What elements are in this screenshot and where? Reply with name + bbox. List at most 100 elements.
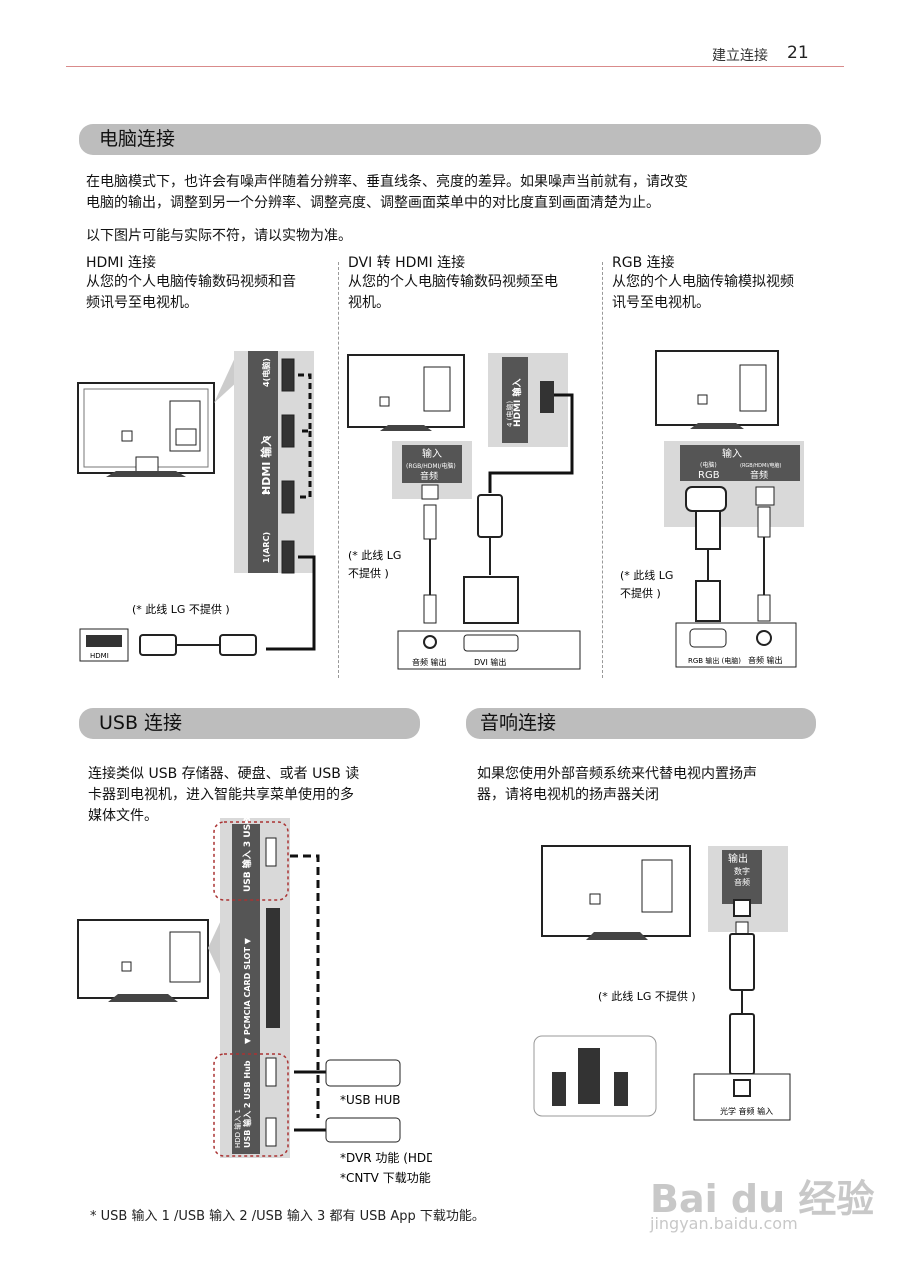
cntv-label: *CNTV 下载功能 (U 盘 )	[340, 1170, 432, 1185]
column-divider-1	[338, 262, 339, 678]
dvi-connection-diagram: 输入 (RGB/HDMI/电脑) 音频 HDMI 输入 4 (电脑) (* 此线…	[347, 353, 581, 670]
audio-section-title: 音响连接	[480, 712, 557, 734]
optical-output-port	[733, 899, 751, 917]
usb3-port	[265, 837, 277, 867]
optical-plug-top	[729, 933, 755, 991]
pc-section-title: 电脑连接	[99, 128, 176, 150]
audio-output-label: 输出	[728, 852, 748, 865]
pc-dvi-out-port	[463, 634, 519, 652]
usb-desc-line3: 媒体文件。	[88, 808, 158, 824]
baidu-watermark: Bai du 经验	[650, 1177, 875, 1221]
pc-intro: 在电脑模式下，也许会有噪声伴随着分辨率、垂直线条、亮度的差异。如果噪声当前就有，…	[86, 172, 826, 214]
dvi-out-label: DVI 输出	[474, 657, 506, 667]
dvi-hdmi-plug	[477, 494, 503, 538]
pc-hdmi-port-label: HDMI	[90, 652, 109, 660]
usb-section-bar: USB 连接	[79, 708, 420, 739]
dvr-label: *DVR 功能 (HDD)	[340, 1151, 432, 1165]
usb-desc-line1: 连接类似 USB 存储器、硬盘、或者 USB 读	[88, 766, 360, 782]
dvi-column-desc2: 视机。	[348, 295, 390, 311]
dvi-panel-port: 4 (电脑)	[505, 401, 514, 427]
rgb-input-audio-sub: (RGB/HDMI/电脑)	[740, 462, 781, 469]
pcmcia-card-slot	[266, 908, 280, 1028]
speaker-center	[578, 1048, 600, 1104]
rgb-column-desc2: 讯号至电视机。	[612, 295, 710, 311]
hdmi-port-label-2: 2	[262, 489, 271, 495]
rgb-input-label: 输入	[722, 447, 742, 460]
tv-back-illustration-dvi	[347, 354, 465, 431]
rgb-vga-input-port	[685, 486, 727, 512]
rgb-input-rgb-sub: (电脑)	[700, 461, 717, 469]
rgb-cable-note2: 不提供 )	[620, 586, 661, 600]
rgb-connection-diagram: 输入 (电脑) RGB (RGB/HDMI/电脑) 音频 (* 此线 LG 不提…	[620, 350, 804, 668]
hdmi-connection-diagram: HDMI 输入 4(电脑) 3 2 1(ARC) (* 此线 LG 不提供 ) …	[77, 351, 316, 662]
dvi-cable-note1: (* 此线 LG	[348, 548, 401, 562]
tv-back-illustration-usb	[77, 919, 209, 1002]
optical-plug-bottom	[729, 1013, 755, 1075]
rgb-audio-plug-top	[757, 506, 771, 538]
hdmi-plug-right	[219, 634, 257, 656]
pc-intro-line1: 在电脑模式下，也许会有噪声伴随着分辨率、垂直线条、亮度的差异。如果噪声当前就有，…	[86, 174, 688, 190]
dvi-audio-jack	[421, 484, 439, 500]
rgb-audio-plug-bottom	[757, 594, 771, 622]
dvi-column-title: DVI 转 HDMI 连接	[348, 255, 466, 271]
audio-output-sub1: 数字	[734, 866, 750, 876]
dvi-audio-plug-top	[423, 504, 437, 540]
speaker-left	[552, 1072, 566, 1106]
running-header: 建立连接	[712, 48, 768, 64]
optical-input-port	[733, 1079, 751, 1097]
dvi-input-label: 输入	[422, 447, 442, 460]
usb1-port	[265, 1117, 277, 1147]
audio-output-sub2: 音频	[734, 877, 750, 887]
usb3-panel-label: USB 输入 3 USB 应用	[241, 818, 253, 892]
dvi-cable-note2: 不提供 )	[348, 566, 389, 580]
tv-back-illustration-rgb	[655, 350, 779, 429]
audio-cable-note: (* 此线 LG 不提供 )	[598, 989, 696, 1003]
audio-desc: 如果您使用外部音频系统来代替电视内置扬声 器，请将电视机的扬声器关闭	[477, 764, 817, 806]
usb2-port	[265, 1057, 277, 1087]
hdmi-column-desc2: 频讯号至电视机。	[86, 295, 198, 311]
dvi-audio-out-label: 音频 输出	[412, 657, 447, 667]
usb-plug-device	[325, 1117, 401, 1143]
dvi-audio-label: 音频	[420, 470, 438, 482]
hdd-panel-label: HDD 输入 1	[233, 1109, 242, 1148]
usb-hub-label: *USB HUB	[340, 1093, 401, 1107]
hdmi-port-label-3: 3	[262, 435, 271, 441]
rgb-vga-plug-bottom	[695, 580, 721, 622]
rgb-column-title: RGB 连接	[612, 255, 675, 271]
dvi-audio-plug-bottom	[423, 594, 437, 624]
rgb-audio-out-label: 音频 输出	[748, 655, 783, 665]
rgb-out-label: RGB 输出 (电脑)	[688, 656, 741, 665]
rgb-vga-plug-top	[695, 510, 721, 550]
dvi-input-sub: (RGB/HDMI/电脑)	[406, 462, 456, 470]
hdmi-column-desc1: 从您的个人电脑传输数码视频和音	[86, 274, 296, 290]
usb-footnote: * USB 输入 1 /USB 输入 2 /USB 输入 3 都有 USB Ap…	[90, 1209, 485, 1224]
usb2-panel-label: USB 输入 2 USB Hub	[242, 1060, 252, 1148]
dvi-target-hdmi-port	[540, 381, 554, 413]
dvi-plug	[463, 576, 519, 624]
rgb-column-desc1: 从您的个人电脑传输模拟视频	[612, 274, 794, 290]
audio-desc-line2: 器，请将电视机的扬声器关闭	[477, 787, 659, 803]
hdmi-cable-note: (* 此线 LG 不提供 )	[132, 602, 230, 616]
pc-rgb-audio-out-jack	[756, 630, 772, 646]
dvi-column-header: DVI 转 HDMI 连接 从您的个人电脑传输数码视频至电 视机。	[348, 252, 598, 314]
hdmi-plug-left	[139, 634, 177, 656]
speaker-right	[614, 1072, 628, 1106]
pcmcia-slot-label: ▼ PCMCIA CARD SLOT ▼	[243, 937, 252, 1044]
header-rule	[66, 66, 844, 67]
usb-hub-device	[325, 1059, 401, 1087]
rgb-input-rgb-label: RGB	[698, 470, 720, 481]
audio-connection-diagram: 输出 数字 音频 (* 此线 LG 不提供 ) 光学 音频 输入	[533, 845, 791, 1121]
rgb-input-audio-label: 音频	[750, 469, 768, 481]
column-divider-2	[602, 262, 603, 678]
usb-desc: 连接类似 USB 存储器、硬盘、或者 USB 读 卡器到电视机，进入智能共享菜单…	[88, 764, 418, 827]
hdmi-port-2	[281, 480, 295, 514]
rgb-audio-input-jack	[755, 486, 775, 506]
hdmi-port-3	[281, 414, 295, 448]
hdmi-column-header: HDMI 连接 从您的个人电脑传输数码视频和音 频讯号至电视机。	[86, 252, 331, 314]
usb-connection-diagram: USB 输入 3 USB 应用 ▼ PCMCIA CARD SLOT ▼ USB…	[77, 818, 432, 1185]
hdmi-port-label-1: 1(ARC)	[262, 532, 271, 563]
pc-intro-line2: 电脑的输出，调整到另一个分辨率、调整亮度、调整画面菜单中的对比度直到画面清楚为止…	[86, 195, 660, 211]
hdmi-column-title: HDMI 连接	[86, 255, 156, 271]
pc-audio-out-jack	[423, 635, 437, 649]
audio-section-bar: 音响连接	[466, 708, 816, 739]
